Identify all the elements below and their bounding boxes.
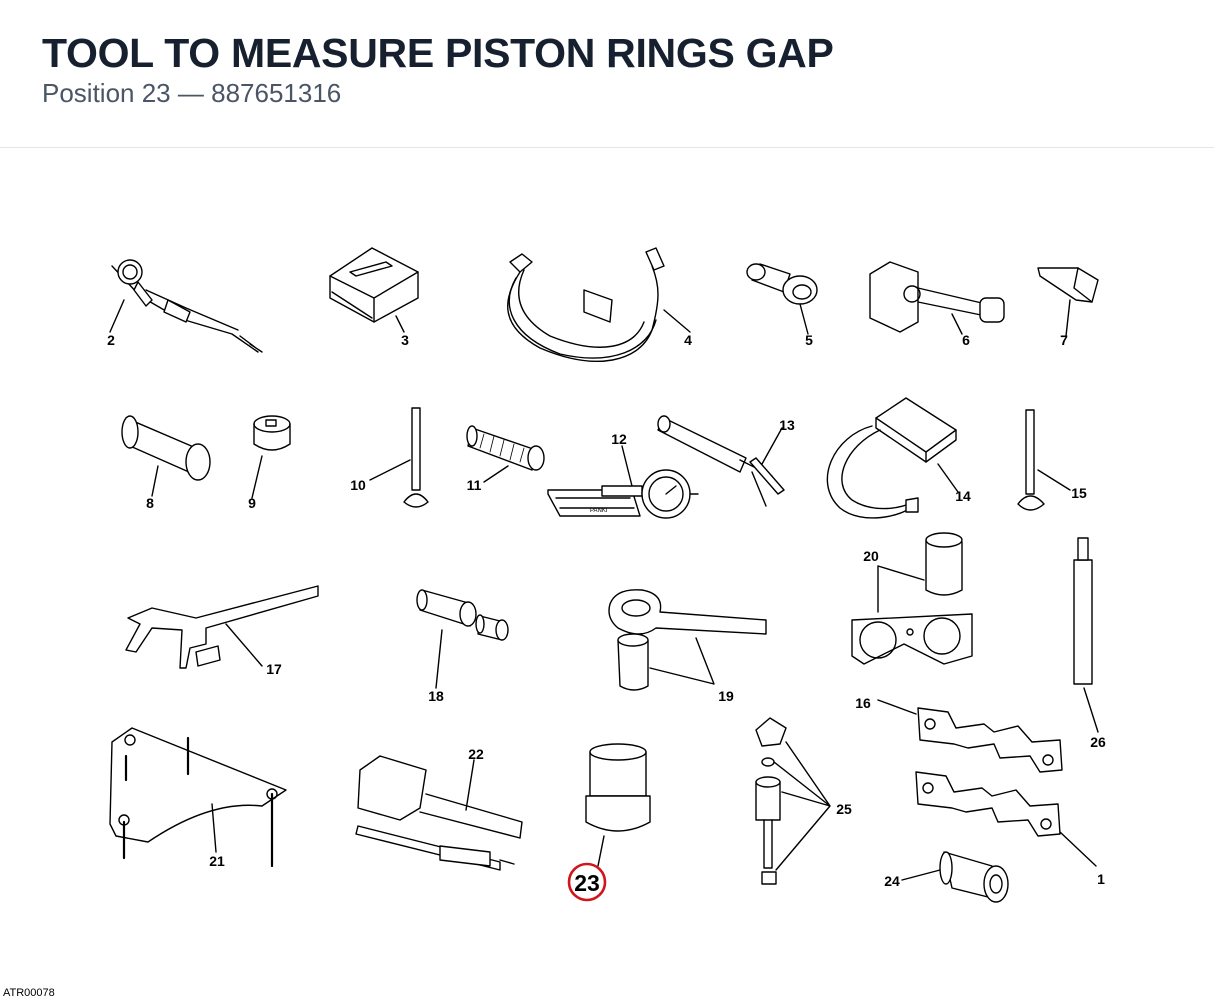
callout-7[interactable]: 7 <box>1060 332 1068 348</box>
callout-20[interactable]: 20 <box>863 548 879 564</box>
callout-19[interactable]: 19 <box>718 688 734 704</box>
page-title: TOOL TO MEASURE PISTON RINGS GAP <box>42 30 834 76</box>
tool-26-long-pin[interactable] <box>1073 537 1099 733</box>
tool-14-control-box[interactable] <box>826 397 959 519</box>
tool-23-ring-gap-sleeve[interactable] <box>585 743 651 867</box>
part-number: 887651316 <box>211 78 342 108</box>
page-subtitle: Position 23 — 887651316 <box>42 78 341 109</box>
tool-16-clamp-bar[interactable] <box>877 699 1063 773</box>
tool-19-pin-wrench[interactable] <box>608 589 767 691</box>
position-label: Position 23 <box>42 78 171 108</box>
callout-22[interactable]: 22 <box>468 746 484 762</box>
tool-1-clamp-bar[interactable] <box>915 771 1097 867</box>
callout-15[interactable]: 15 <box>1071 485 1087 501</box>
callout-11[interactable]: 11 <box>467 477 482 493</box>
gauge-scale-label: PANKI <box>590 508 608 514</box>
callout-18[interactable]: 18 <box>428 688 444 704</box>
callout-3[interactable]: 3 <box>401 332 409 348</box>
callout-1[interactable]: 1 <box>1097 871 1105 887</box>
tool-25-pin-assembly[interactable] <box>755 717 831 885</box>
selected-callout-ring <box>567 862 607 902</box>
callout-17[interactable]: 17 <box>266 661 282 677</box>
callout-labels: 1 2 3 4 5 6 7 8 9 10 11 12 13 14 15 16 1… <box>107 332 1106 889</box>
selected-callout-23[interactable]: 23 <box>567 862 607 902</box>
tool-15-valve[interactable] <box>1017 409 1071 511</box>
tool-7-bullet-tip[interactable] <box>1037 267 1099 337</box>
callout-13[interactable]: 13 <box>779 417 795 433</box>
tool-21-support-plate[interactable] <box>109 727 287 868</box>
tool-9-cap[interactable] <box>251 415 291 499</box>
callout-16[interactable]: 16 <box>855 695 871 711</box>
callout-8[interactable]: 8 <box>146 495 154 511</box>
callout-4[interactable]: 4 <box>684 332 692 348</box>
tool-5-socket[interactable] <box>746 263 818 335</box>
tool-8-sleeve[interactable] <box>121 415 211 497</box>
tool-11-knurled-handle[interactable] <box>466 425 545 483</box>
page-header: TOOL TO MEASURE PISTON RINGS GAP Positio… <box>0 0 1214 148</box>
callout-10[interactable]: 10 <box>350 477 366 493</box>
callout-9[interactable]: 9 <box>248 495 256 511</box>
selected-callout-number: 23 <box>574 870 600 896</box>
tool-6-puller[interactable] <box>869 261 1005 335</box>
drawing-code: ATR00078 <box>3 987 55 999</box>
callout-2[interactable]: 2 <box>107 332 115 348</box>
tool-10-valve[interactable] <box>369 407 429 508</box>
callout-25[interactable]: 25 <box>836 801 852 817</box>
subtitle-separator: — <box>177 78 204 108</box>
tool-17-wrench[interactable] <box>125 585 319 669</box>
callout-26[interactable]: 26 <box>1090 734 1106 750</box>
callout-5[interactable]: 5 <box>805 332 813 348</box>
callout-24[interactable]: 24 <box>884 873 900 889</box>
tool-22-pullers[interactable] <box>355 755 523 871</box>
callout-14[interactable]: 14 <box>955 488 971 504</box>
tool-3-block[interactable] <box>329 247 419 333</box>
tool-13-t-handle[interactable] <box>657 415 785 507</box>
tool-4-cable[interactable] <box>507 247 691 362</box>
tool-2-dial-bore-gauge[interactable] <box>109 259 263 353</box>
tool-24-nut[interactable] <box>901 851 1009 903</box>
callout-21[interactable]: 21 <box>209 853 225 869</box>
callout-6[interactable]: 6 <box>962 332 970 348</box>
tool-18-sockets[interactable] <box>416 589 509 689</box>
tool-12-gap-gauge[interactable]: PANKI <box>547 445 699 519</box>
callout-12[interactable]: 12 <box>611 431 627 447</box>
tool-20-fixture[interactable] <box>851 532 973 665</box>
